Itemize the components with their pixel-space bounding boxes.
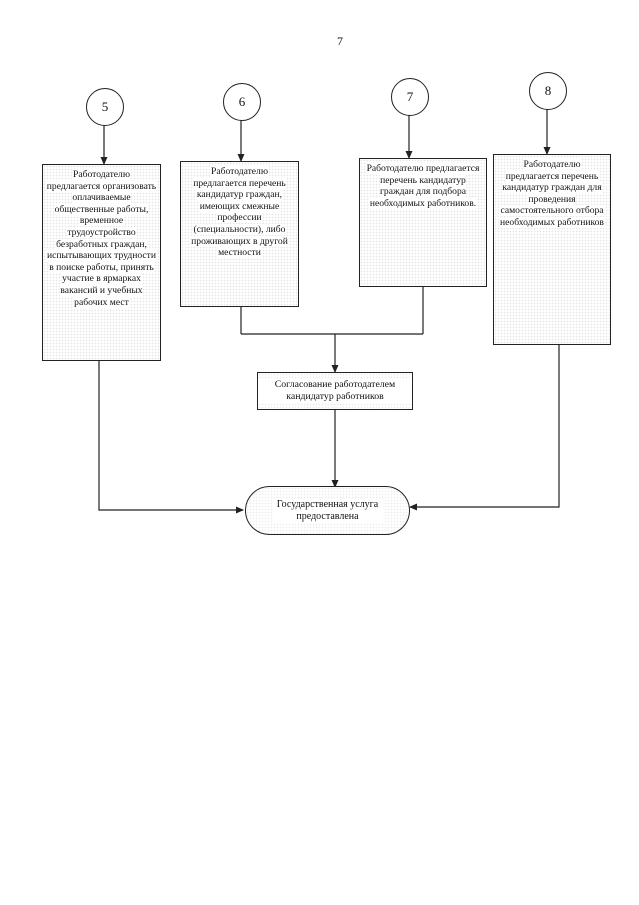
step-8-text: Работодателю предлагается перечень канди… <box>500 159 604 228</box>
arrow-box8-to-final <box>409 345 560 511</box>
step-7-circle: 7 <box>391 78 429 116</box>
step-5-circle: 5 <box>86 88 124 126</box>
step-6-circle: 6 <box>223 83 261 121</box>
step-6-number: 6 <box>238 94 246 109</box>
final-text: Государственная услуга предоставлена <box>272 498 383 523</box>
step-8-number: 8 <box>544 83 552 98</box>
final-service-provided: Государственная услуга предоставлена <box>245 486 410 535</box>
step-8-circle: 8 <box>529 72 567 110</box>
step-5-text: Работодателю предлагается организовать о… <box>46 169 157 308</box>
step-6-text: Работодателю предлагается перечень канди… <box>191 166 288 259</box>
agreement-box: Согласование работодателем кандидатур ра… <box>257 372 413 410</box>
step-7-text: Работодателю предлагается перечень канди… <box>366 163 480 209</box>
arrow-box5-to-final <box>98 361 244 514</box>
step-5-number: 5 <box>101 99 109 114</box>
page-number: 7 <box>337 34 343 48</box>
step-6-box: Работодателю предлагается перечень канди… <box>180 161 299 307</box>
agreement-text: Согласование работодателем кандидатур ра… <box>258 379 412 403</box>
step-8-box: Работодателю предлагается перечень канди… <box>493 154 611 345</box>
step-7-box: Работодателю предлагается перечень канди… <box>359 158 487 287</box>
step-5-box: Работодателю предлагается организовать о… <box>42 164 161 361</box>
step-7-number: 7 <box>406 89 414 104</box>
